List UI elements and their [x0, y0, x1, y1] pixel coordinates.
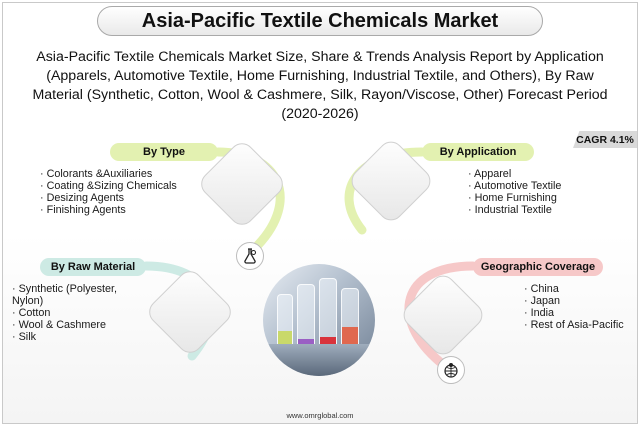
cagr-badge: CAGR 4.1% [573, 131, 637, 148]
list-item: Finishing Agents [40, 204, 177, 216]
diamond-application [351, 141, 431, 221]
page-title: Asia-Pacific Textile Chemicals Market [97, 6, 543, 36]
application-list: Apparel Automotive Textile Home Furnishi… [468, 168, 561, 216]
list-item: Colorants &Auxiliaries [40, 168, 177, 180]
list-item: China [524, 283, 624, 295]
lab-tubes-photo [263, 264, 375, 376]
diamond-raw-material [149, 271, 231, 353]
list-item: Silk [12, 331, 132, 343]
list-item: Automotive Textile [468, 180, 561, 192]
list-item: Japan [524, 295, 624, 307]
globe-pin-icon [437, 356, 465, 384]
list-item: Apparel [468, 168, 561, 180]
diamond-type [201, 143, 283, 225]
list-item: Cotton [12, 307, 132, 319]
label-by-application: By Application [422, 143, 534, 161]
geography-list: China Japan India Rest of Asia-Pacific [524, 283, 624, 331]
type-list: Colorants &Auxiliaries Coating &Sizing C… [40, 168, 177, 216]
diamond-geography [403, 275, 483, 355]
label-by-raw-material: By Raw Material [40, 258, 146, 276]
list-item: Rest of Asia-Pacific [524, 319, 624, 331]
list-item: Coating &Sizing Chemicals [40, 180, 177, 192]
list-item: Wool & Cashmere [12, 319, 132, 331]
list-item: Synthetic (Polyester, Nylon) [12, 283, 132, 307]
report-subtitle: Asia-Pacific Textile Chemicals Market Si… [32, 49, 608, 122]
label-by-type: By Type [110, 143, 218, 161]
list-item: Desizing Agents [40, 192, 177, 204]
raw-material-list: Synthetic (Polyester, Nylon) Cotton Wool… [12, 283, 132, 343]
list-item: Home Furnishing [468, 192, 561, 204]
swoosh-geography [404, 261, 478, 367]
list-item: India [524, 307, 624, 319]
label-geographic-coverage: Geographic Coverage [473, 258, 603, 276]
list-item: Industrial Textile [468, 204, 561, 216]
footer-url: www.omrglobal.com [286, 411, 354, 420]
flask-gear-icon [236, 242, 264, 270]
